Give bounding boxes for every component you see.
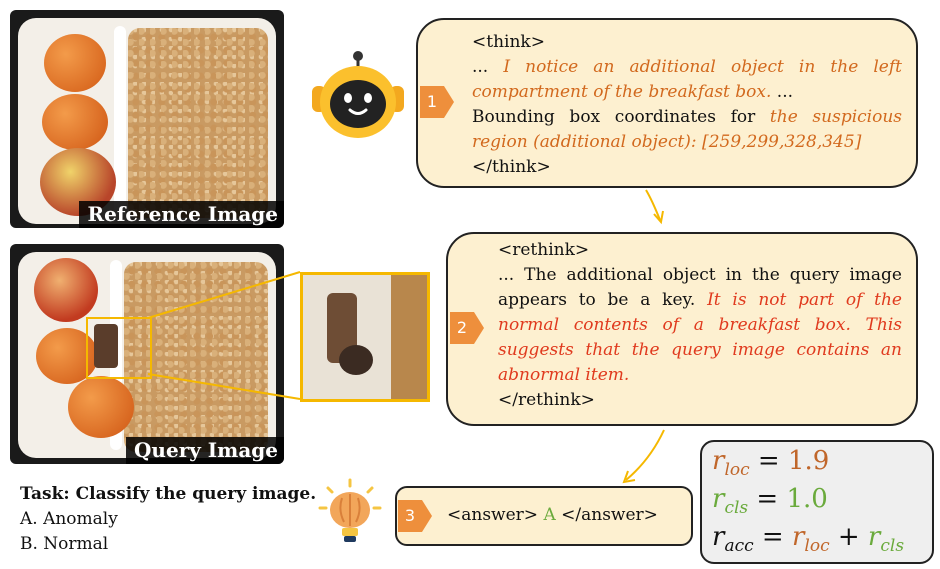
r-acc-line: racc = rloc + rcls bbox=[712, 522, 905, 557]
lightbulb-brain-icon bbox=[318, 478, 382, 548]
query-image-label: Query Image bbox=[126, 437, 284, 464]
answer-value: A bbox=[543, 505, 556, 525]
step-badge-3: 3 bbox=[398, 500, 432, 532]
reward-panel: rloc = 1.9 rcls = 1.0 racc = rloc + rcls bbox=[700, 440, 934, 564]
think-box: <think> ... I notice an additional objec… bbox=[416, 18, 918, 188]
answer-box: <answer> A </answer> bbox=[395, 486, 693, 546]
anomaly-highlight-box bbox=[86, 317, 152, 379]
option-a: A. Anomaly bbox=[20, 509, 118, 529]
task-title: Task: Classify the query image. bbox=[20, 484, 317, 504]
robot-icon bbox=[306, 48, 410, 144]
rethink-close-tag: </rethink> bbox=[498, 390, 595, 410]
r-cls-value: 1.0 bbox=[786, 484, 828, 514]
think-close-tag: </think> bbox=[472, 157, 551, 177]
r-cls-line: rcls = 1.0 bbox=[712, 484, 828, 519]
step-badge-2: 2 bbox=[450, 312, 484, 344]
answer-close-tag: </answer> bbox=[561, 505, 658, 525]
think-open-tag: <think> bbox=[472, 32, 545, 52]
r-loc-value: 1.9 bbox=[787, 446, 830, 476]
think-observation: I notice an additional object in the lef… bbox=[472, 57, 902, 102]
option-b: B. Normal bbox=[20, 534, 109, 554]
think-line1-prefix: ... bbox=[472, 57, 504, 77]
r-loc-line: rloc = 1.9 bbox=[712, 446, 830, 481]
zoomed-crop bbox=[300, 272, 430, 402]
reference-image-label: Reference Image bbox=[79, 201, 284, 228]
reference-image: Reference Image bbox=[10, 10, 284, 228]
rethink-plain: ... The additional object in the query i… bbox=[498, 265, 902, 310]
rethink-box: <rethink> ... The additional object in t… bbox=[446, 232, 918, 426]
query-image: Query Image bbox=[10, 244, 284, 464]
answer-open-tag: <answer> bbox=[447, 505, 539, 525]
task-block: Task: Classify the query image. A. Anoma… bbox=[20, 482, 320, 557]
think-line2-prefix: Bounding box coordinates for bbox=[472, 107, 770, 127]
think-line1-suffix: ... bbox=[771, 82, 794, 102]
rethink-open-tag: <rethink> bbox=[498, 240, 590, 260]
rethink-italic: It is not part of the normal contents of… bbox=[498, 290, 902, 385]
key-object bbox=[94, 324, 118, 368]
step-badge-1: 1 bbox=[420, 86, 454, 118]
think-bbox: the suspicious region (additional object… bbox=[472, 107, 903, 152]
